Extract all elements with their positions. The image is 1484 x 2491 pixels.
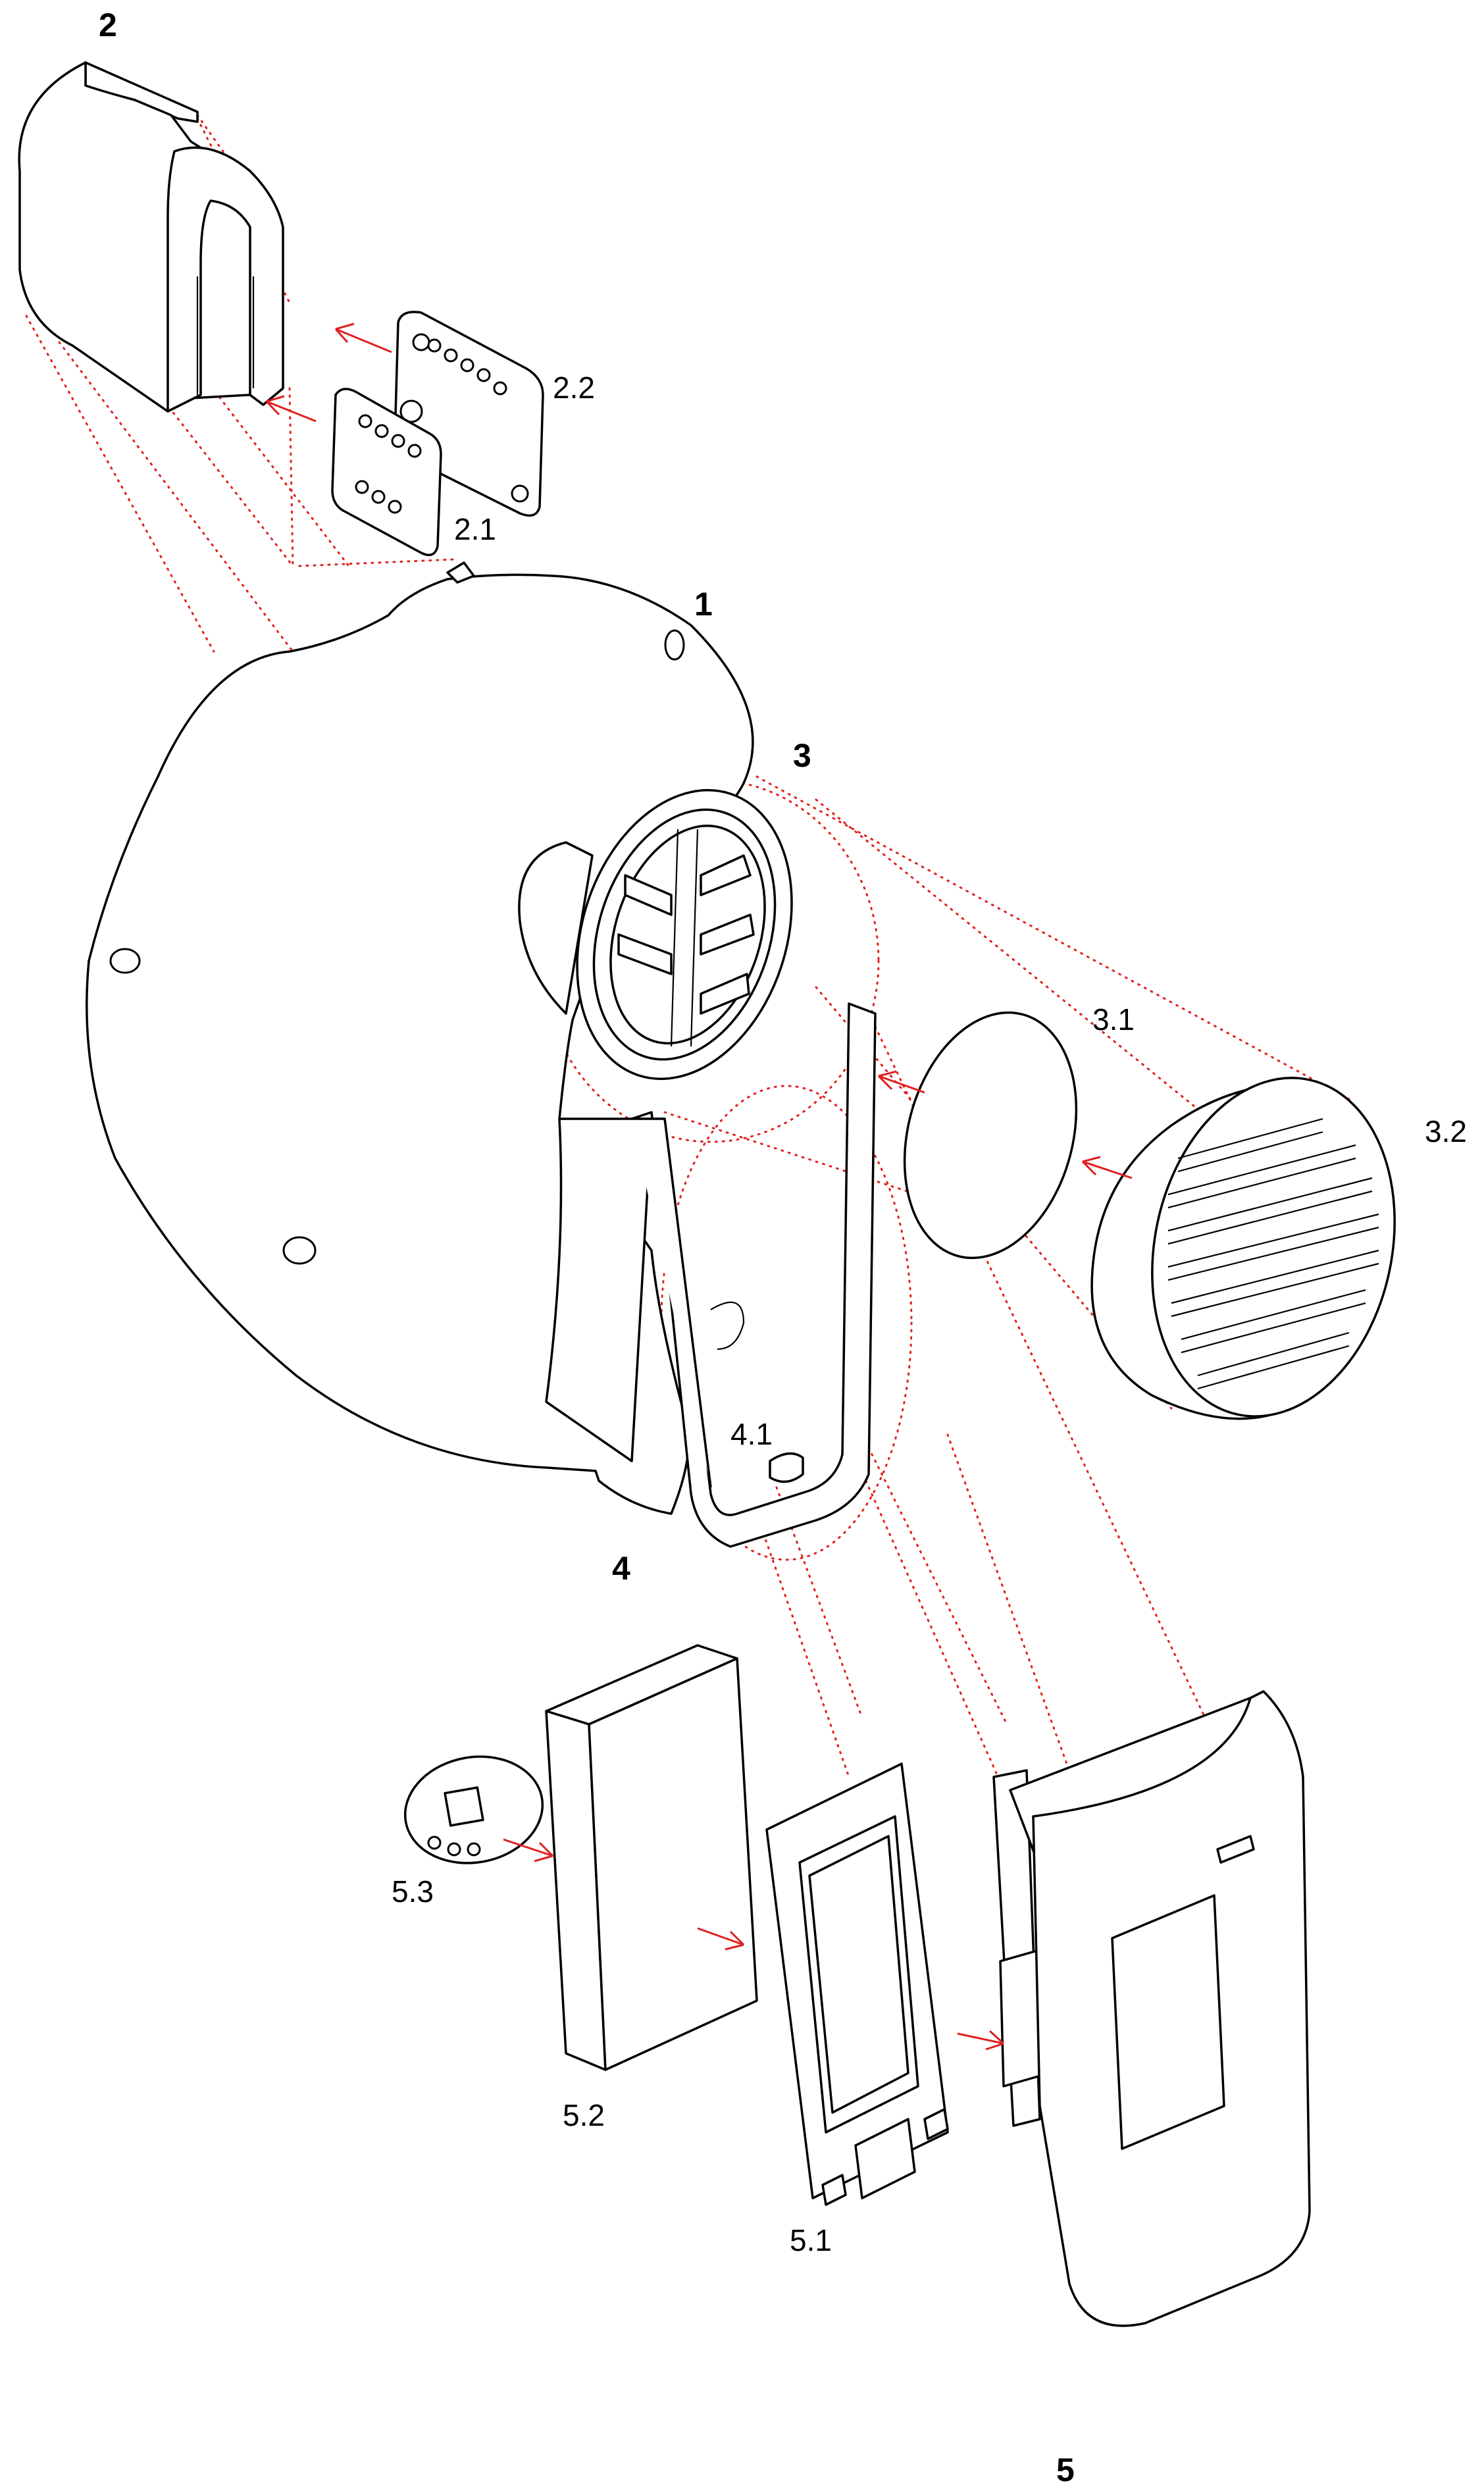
part-5-rear-housing xyxy=(992,1690,1311,2327)
label-part-2: 2 xyxy=(99,7,117,43)
label-part-5-2: 5.2 xyxy=(563,2098,605,2132)
grille-slats xyxy=(1167,1117,1379,1390)
label-part-4-1: 4.1 xyxy=(730,1417,773,1451)
label-part-5-3: 5.3 xyxy=(392,1874,434,1909)
label-part-1: 1 xyxy=(694,586,713,623)
part-3-1-filter-disc xyxy=(903,1011,1078,1260)
label-part-3: 3 xyxy=(793,737,811,774)
label-part-2-2: 2.2 xyxy=(553,371,595,405)
label-part-5-1: 5.1 xyxy=(790,2223,832,2257)
part-4-bracket-frame xyxy=(630,1002,877,1548)
label-part-3-1: 3.1 xyxy=(1092,1002,1135,1037)
part-5-3-round-sensor xyxy=(403,1755,544,1864)
label-part-5: 5 xyxy=(1056,2452,1075,2488)
part-3-vent-ring xyxy=(576,788,793,1081)
part-2-sensor-cap xyxy=(18,61,284,413)
label-part-4: 4 xyxy=(612,1550,630,1587)
part-labels: 2 2.2 2.1 1 3 3.1 3.2 4.1 4 5.3 5.2 5.1 … xyxy=(99,7,1467,2488)
part-5-2-battery xyxy=(545,1644,758,2071)
label-part-2-1: 2.1 xyxy=(454,512,496,546)
part-2-1-small-board xyxy=(331,388,442,557)
label-part-3-2: 3.2 xyxy=(1425,1114,1467,1148)
part-3-2-grille-cover xyxy=(1090,1077,1396,1420)
header-pins xyxy=(427,338,507,396)
part-5-1-display-board xyxy=(765,1762,949,2206)
part-1-main-body xyxy=(86,561,754,1515)
assembly-arrows xyxy=(265,322,1133,2051)
